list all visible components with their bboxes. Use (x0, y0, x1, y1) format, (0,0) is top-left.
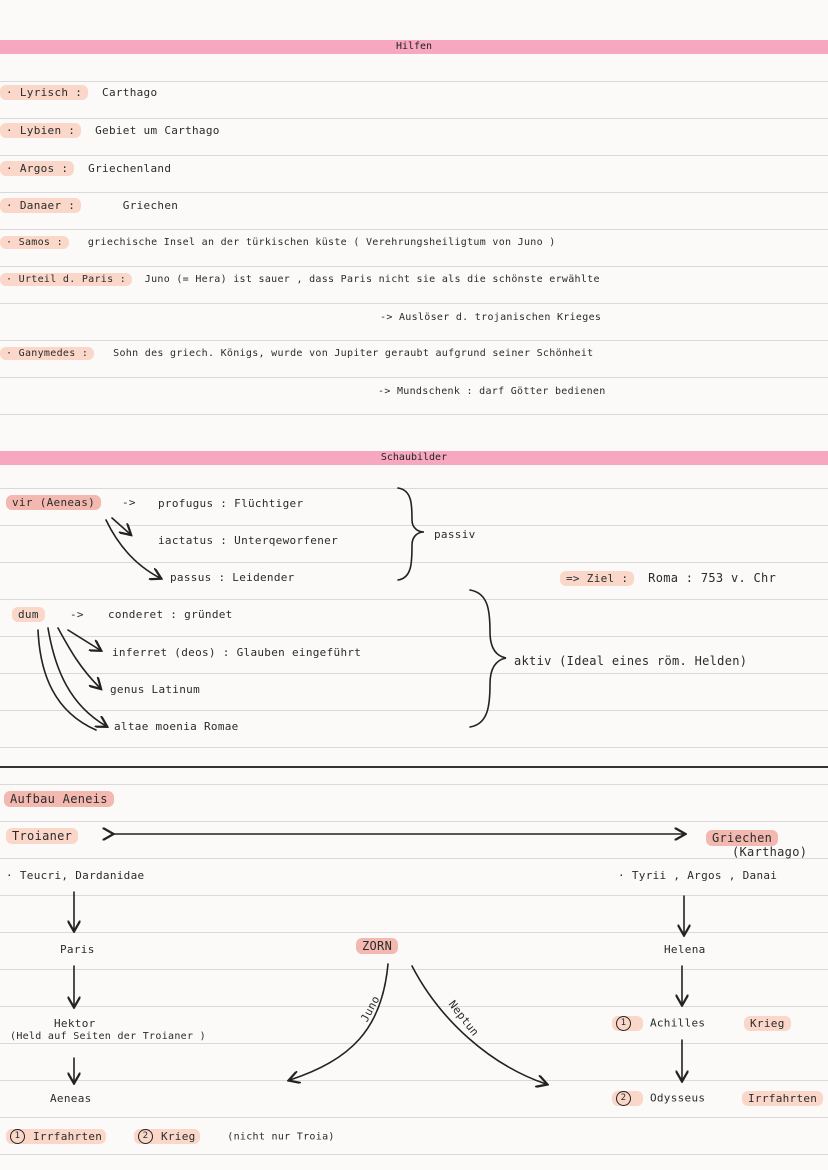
right-peoples: · Tyrii , Argos , Danai (618, 869, 778, 882)
aktiv-item-2: inferret (deos) : Glauben eingeführt (112, 646, 362, 659)
hilfen-row-1: · Lyrisch : Carthago (0, 85, 157, 100)
hilfen-row-5: · Samos : griechische Insel an der türki… (0, 236, 556, 249)
number-badge: 2 (137, 1129, 153, 1144)
hilfen-row-7: -> Auslöser d. trojanischen Krieges (380, 312, 602, 323)
karthago-sub: (Karthago) (732, 845, 808, 859)
hilfen-row-2: · Lybien : Gebiet um Carthago (0, 123, 220, 138)
passiv-item-3: passus : Leidender (170, 571, 295, 584)
arrow-dum-inferret (67, 629, 100, 650)
arrow-vir-passus (105, 519, 160, 578)
odysseus-row: 2 Odysseus (612, 1090, 705, 1106)
ziel-row: => Ziel : Roma : 753 v. Chr (560, 571, 776, 586)
arrow-vir-iactatus (111, 517, 130, 534)
arrow-zorn-juno (290, 963, 389, 1080)
hilfen-row-4: · Danaer : Griechen (0, 198, 178, 213)
paris-node: Paris (60, 943, 95, 956)
section-header-schaubilder: Schaubilder (0, 451, 828, 465)
number-badge: 1 (10, 1129, 25, 1144)
aktiv-item-1: conderet : gründet (108, 608, 233, 621)
section-header-hilfen: Hilfen (0, 40, 828, 54)
aeneas-node: Aeneas (50, 1092, 92, 1105)
irrfahrten-tag: Irrfahrten (742, 1091, 824, 1106)
hilfen-row-8: · Ganymedes : Sohn des griech. Königs, w… (0, 347, 594, 360)
vir-arrow: -> (122, 496, 136, 509)
arrow-zorn-neptun (411, 965, 546, 1084)
achilles-row: 1 Achilles (612, 1015, 705, 1031)
section-divider (0, 766, 828, 768)
brace-aktiv (469, 589, 507, 728)
brace-passiv (397, 487, 425, 581)
arrow-dum-altae-2 (37, 629, 97, 731)
passiv-label: passiv (434, 528, 476, 541)
hektor-node: Hektor (54, 1017, 96, 1030)
number-badge: 1 (616, 1016, 631, 1031)
hilfen-row-9: -> Mundschenk : darf Götter bedienen (378, 386, 606, 397)
passiv-item-1: profugus : Flüchtiger (158, 497, 304, 510)
aufbau-title: Aufbau Aeneis (4, 791, 114, 807)
hektor-note: (Held auf Seiten der Troianer ) (10, 1031, 206, 1042)
arrow-dum-genus (57, 627, 100, 688)
arrow-dum-altae (47, 627, 106, 726)
vir-label: vir (Aeneas) (6, 495, 102, 510)
dum-arrow: -> (70, 608, 84, 621)
krieg-tag: Krieg (744, 1016, 791, 1031)
number-badge: 2 (616, 1091, 631, 1106)
troianer-header: Troianer (6, 828, 79, 844)
hilfen-row-6: · Urteil d. Paris : Juno (= Hera) ist sa… (0, 273, 600, 286)
left-peoples: · Teucri, Dardanidae (6, 869, 145, 882)
passiv-item-2: iactatus : Unterqeworfener (158, 534, 338, 547)
aktiv-item-4: altae moenia Romae (114, 720, 239, 733)
helena-node: Helena (664, 943, 706, 956)
dum-label: dum (12, 607, 45, 622)
griechen-header: Griechen (706, 830, 779, 846)
hilfen-row-3: · Argos : Griechenland (0, 161, 171, 176)
aktiv-item-3: genus Latinum (110, 683, 200, 696)
zorn-node: ZORN (356, 938, 399, 954)
aktiv-label: aktiv (Ideal eines röm. Helden) (514, 654, 748, 668)
